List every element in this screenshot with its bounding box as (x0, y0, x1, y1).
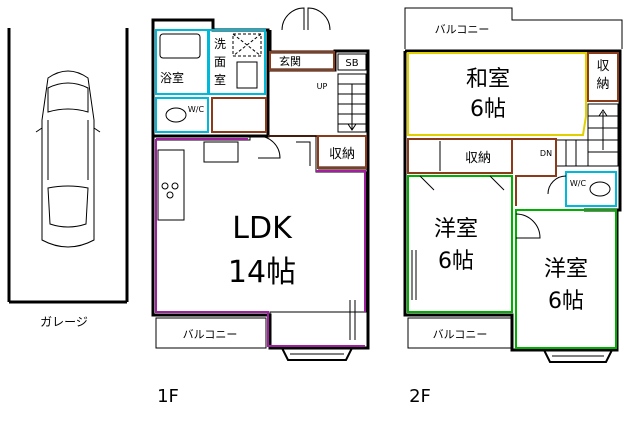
balcony1-outline (155, 317, 267, 349)
up-label: UP (317, 82, 328, 91)
storage2-right-outline (587, 52, 619, 102)
floor2: バルコニー 和室 6帖 収 納 DN 収納 (403, 7, 623, 407)
entrance-outline (269, 51, 335, 71)
storage2-right-char-2: 納 (596, 77, 609, 92)
balcony2-top-outline (404, 7, 623, 49)
ldk-size: 14帖 (228, 255, 296, 290)
closet-door-1 (419, 175, 435, 191)
youshitsu2-outline (515, 209, 617, 349)
toilet1-icon (165, 107, 187, 123)
toilet2-door (547, 175, 567, 195)
washitsu-name: 和室 (466, 67, 510, 92)
stove-burner-2 (171, 182, 179, 190)
ldk-name: LDK (232, 211, 293, 246)
hall-door (296, 141, 311, 166)
stove-burner-1 (161, 182, 169, 190)
storage1-outline (317, 135, 367, 169)
toilet2-label: W/C (570, 179, 587, 188)
youshitsu2-size: 6帖 (548, 289, 584, 314)
ldk-door-arc (257, 135, 281, 159)
washitsu-size: 6帖 (470, 97, 506, 122)
stairs-1f (337, 73, 367, 133)
garage-label: ガレージ (40, 315, 88, 329)
balcony2-bottom-outline (407, 317, 513, 349)
toilet1-outline (155, 97, 209, 133)
bay-window-2f (543, 349, 613, 363)
toilet2-outline (565, 171, 617, 207)
bath-label: 浴室 (160, 70, 184, 85)
balcony2-top-label: バルコニー (435, 23, 490, 36)
sink-icon (236, 61, 258, 89)
floor1-label: 1F (157, 386, 179, 407)
entrance-label: 玄関 (279, 54, 301, 68)
ldk-outline (155, 138, 366, 347)
washer-cross-2 (232, 33, 262, 57)
storage2-mid-outline (407, 138, 513, 174)
bay-window-1f (281, 347, 353, 361)
youshitsu1-size: 6帖 (438, 249, 474, 274)
youshitsu1-outline (407, 175, 513, 313)
f1-entrance-wall (268, 30, 335, 54)
wash-char-1: 洗 (214, 37, 226, 51)
washitsu-outline (407, 52, 587, 136)
wash-char-2: 面 (214, 55, 226, 69)
balcony2-bottom-label: バルコニー (433, 328, 488, 341)
closet-door-2 (489, 175, 505, 191)
floor1: 浴室 洗 面 室 W/C 玄関 SB UP (151, 7, 370, 407)
garage: ガレージ (7, 28, 129, 329)
hall2-outline (512, 138, 557, 206)
entry-door-right (307, 7, 331, 31)
stairs-2f (555, 103, 619, 167)
storage2-mid-label: 収納 (465, 151, 491, 166)
floor2-label: 2F (409, 386, 431, 407)
entry-door-left (281, 7, 305, 31)
balcony1-label: バルコニー (183, 328, 238, 341)
sb-label: SB (345, 58, 358, 69)
youshitsu1-name: 洋室 (434, 217, 478, 242)
stove-burner-3 (166, 191, 174, 199)
hall1-outline (211, 97, 267, 133)
youshitsu2-door (515, 213, 541, 239)
storage2-right-char-1: 収 (596, 59, 609, 74)
wash-char-3: 室 (214, 72, 226, 87)
sb-box (337, 53, 367, 71)
fridge-icon (203, 141, 239, 163)
toilet2-icon (589, 181, 611, 197)
car-icon (35, 70, 101, 248)
youshitsu2-name: 洋室 (544, 257, 588, 282)
toilet1-label: W/C (188, 105, 205, 114)
wash-outline (208, 29, 266, 95)
dn-label: DN (540, 149, 552, 158)
bathtub-icon (159, 33, 201, 59)
kitchen-counter (157, 149, 185, 221)
storage1-label: 収納 (329, 147, 355, 162)
